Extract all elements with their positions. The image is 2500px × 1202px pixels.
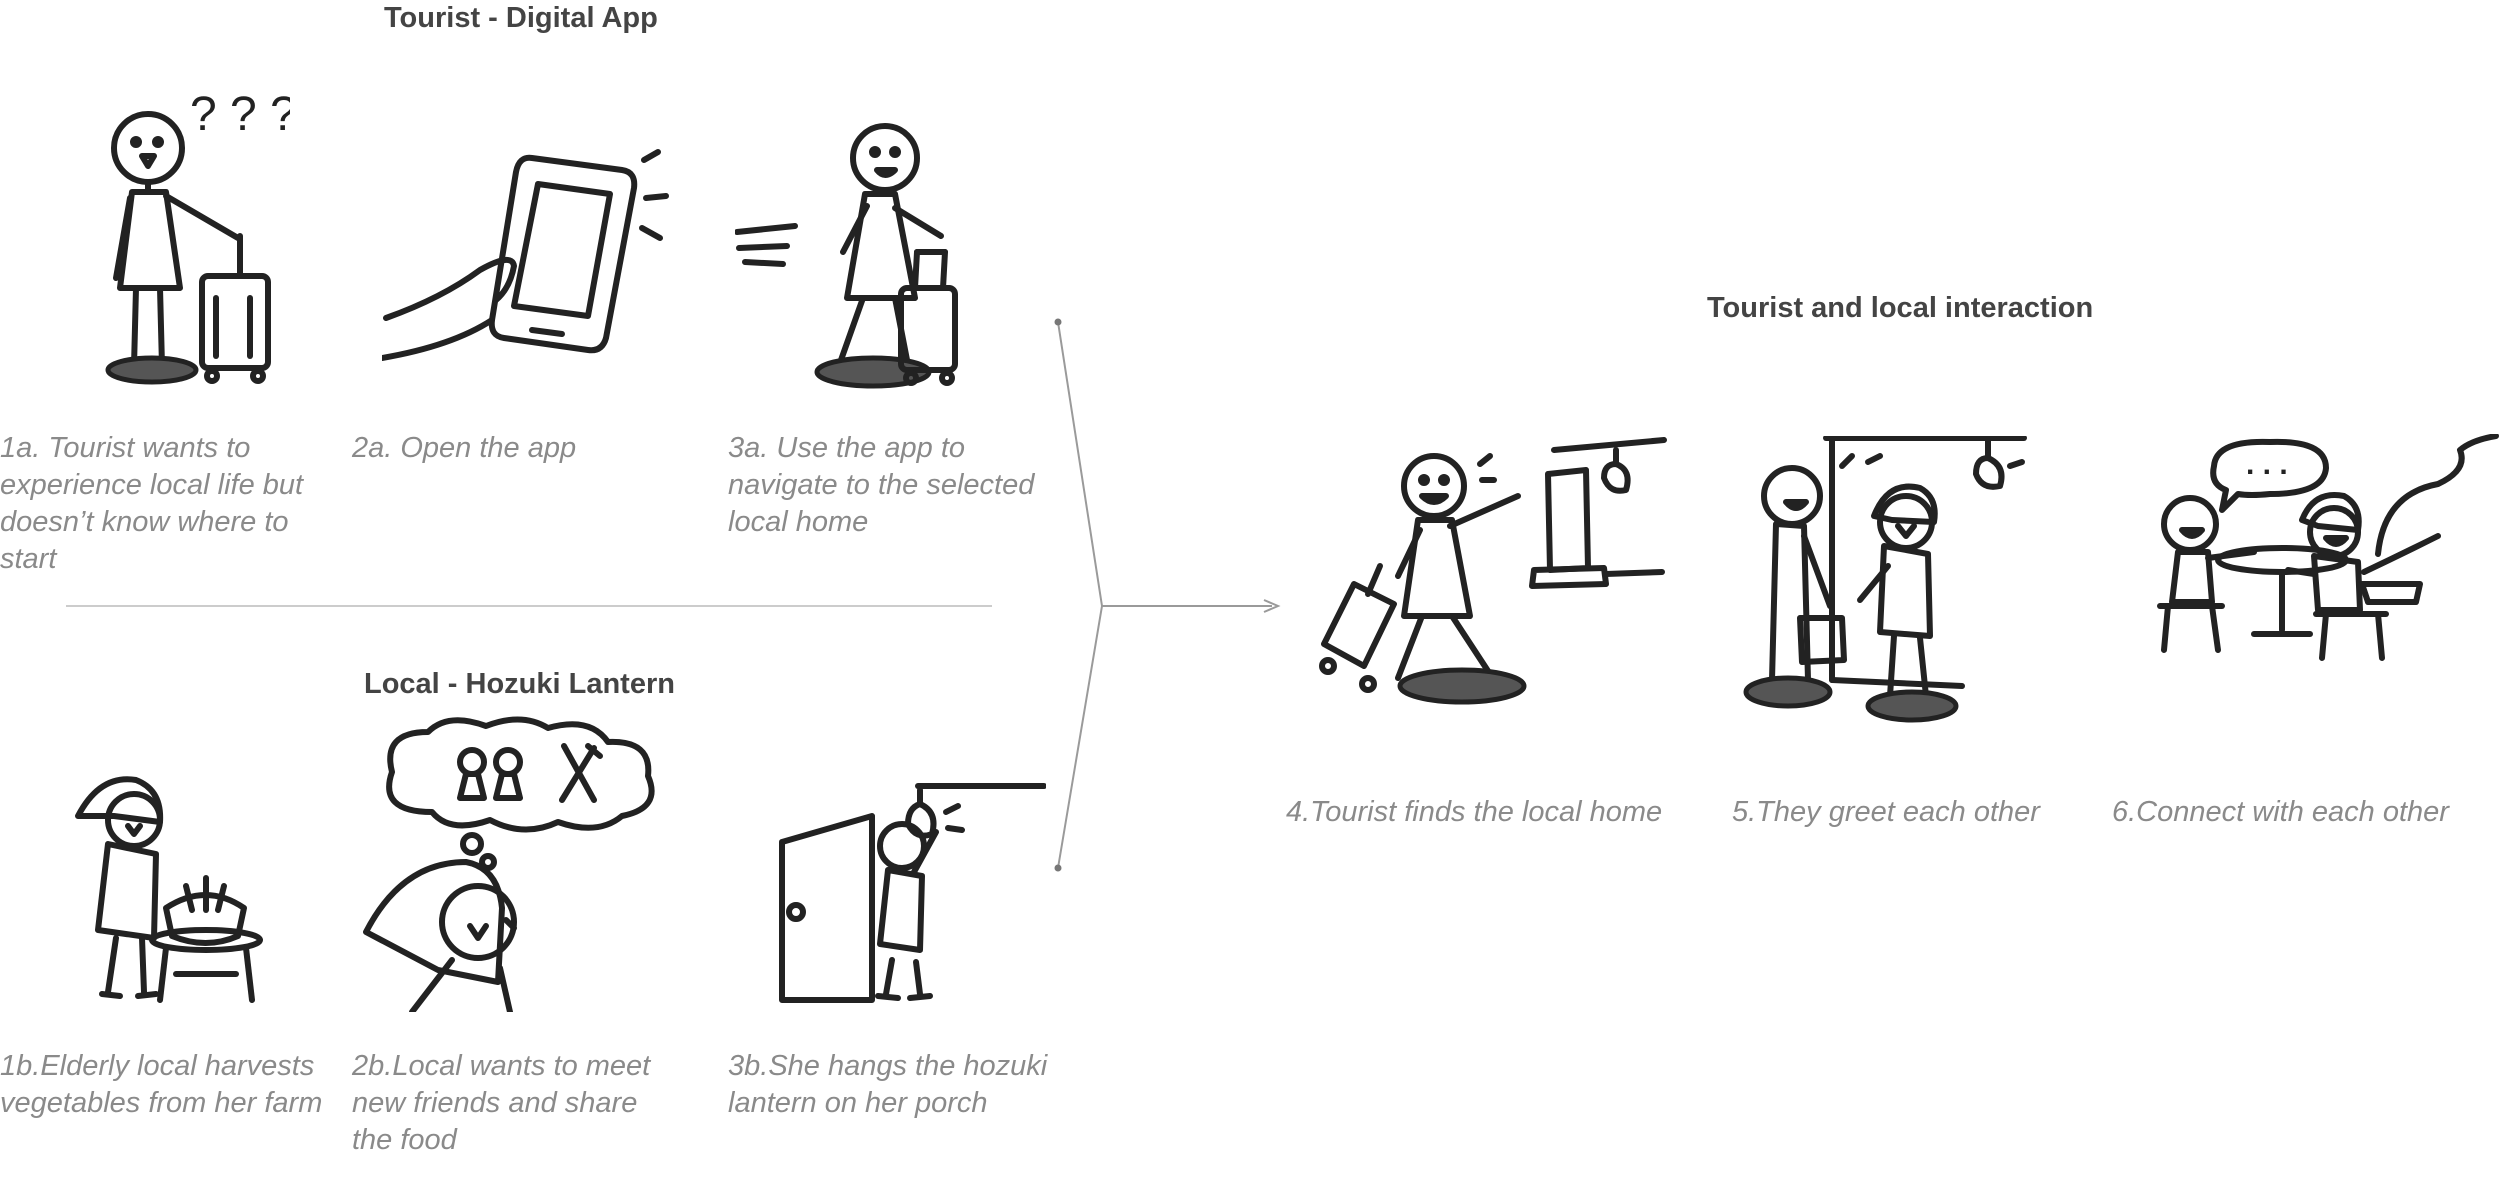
question-marks: ? ? ? [190,88,290,141]
merge-arrow-head [1263,599,1281,613]
sketch-6-connecting: . . . [2157,434,2499,661]
caption-6: 6.Connect with each other [2112,796,2449,828]
caption-1a: 1a. Tourist wants to experience local li… [0,432,304,575]
sketch-3a-navigating-tourist [735,123,958,389]
phone-icon [488,154,638,354]
caption-5: 5.They greet each other [1732,796,2040,828]
sketch-5-greeting [1743,436,2027,723]
speech-bubble [2210,438,2329,513]
lantern-icon [905,801,937,839]
caption-3a: 3a. Use the app to navigate to the selec… [728,432,1035,538]
caption-4: 4.Tourist finds the local home [1286,796,1663,828]
speech-dots: . . . [2246,448,2288,481]
caption-2b: 2b.Local wants to meet new friends and s… [352,1050,651,1156]
thought-cloud [386,716,655,833]
sketch-1a-confused-tourist: ? ? ? [105,88,290,385]
caption-1b: 1b.Elderly local harvests vegetables fro… [0,1050,323,1119]
interaction-section-heading: Tourist and local interaction [1707,292,2094,324]
bracket-top-dot [1054,318,1062,326]
sketch-3b-hanging-lantern [779,783,1046,1003]
sketch-2a-hand-phone [382,149,669,361]
lantern-icon [1973,437,2005,490]
sketch-4-finds-home [1319,437,1667,705]
sketch-2b-thinking-local [363,716,655,1012]
door-icon [779,813,875,1003]
merge-bracket [1057,321,1104,869]
local-section-heading: Local - Hozuki Lantern [364,668,675,700]
house-door-icon [1545,467,1591,573]
tourist-section-heading: Tourist - Digital App [384,2,658,34]
caption-2a: 2a. Open the app [352,432,577,464]
caption-3b: 3b.She hangs the hozuki lantern on her p… [728,1050,1048,1119]
sketch-1b-elderly-harvest [75,776,263,1003]
lantern-icon [1601,447,1631,494]
bracket-bottom-dot [1054,864,1062,872]
